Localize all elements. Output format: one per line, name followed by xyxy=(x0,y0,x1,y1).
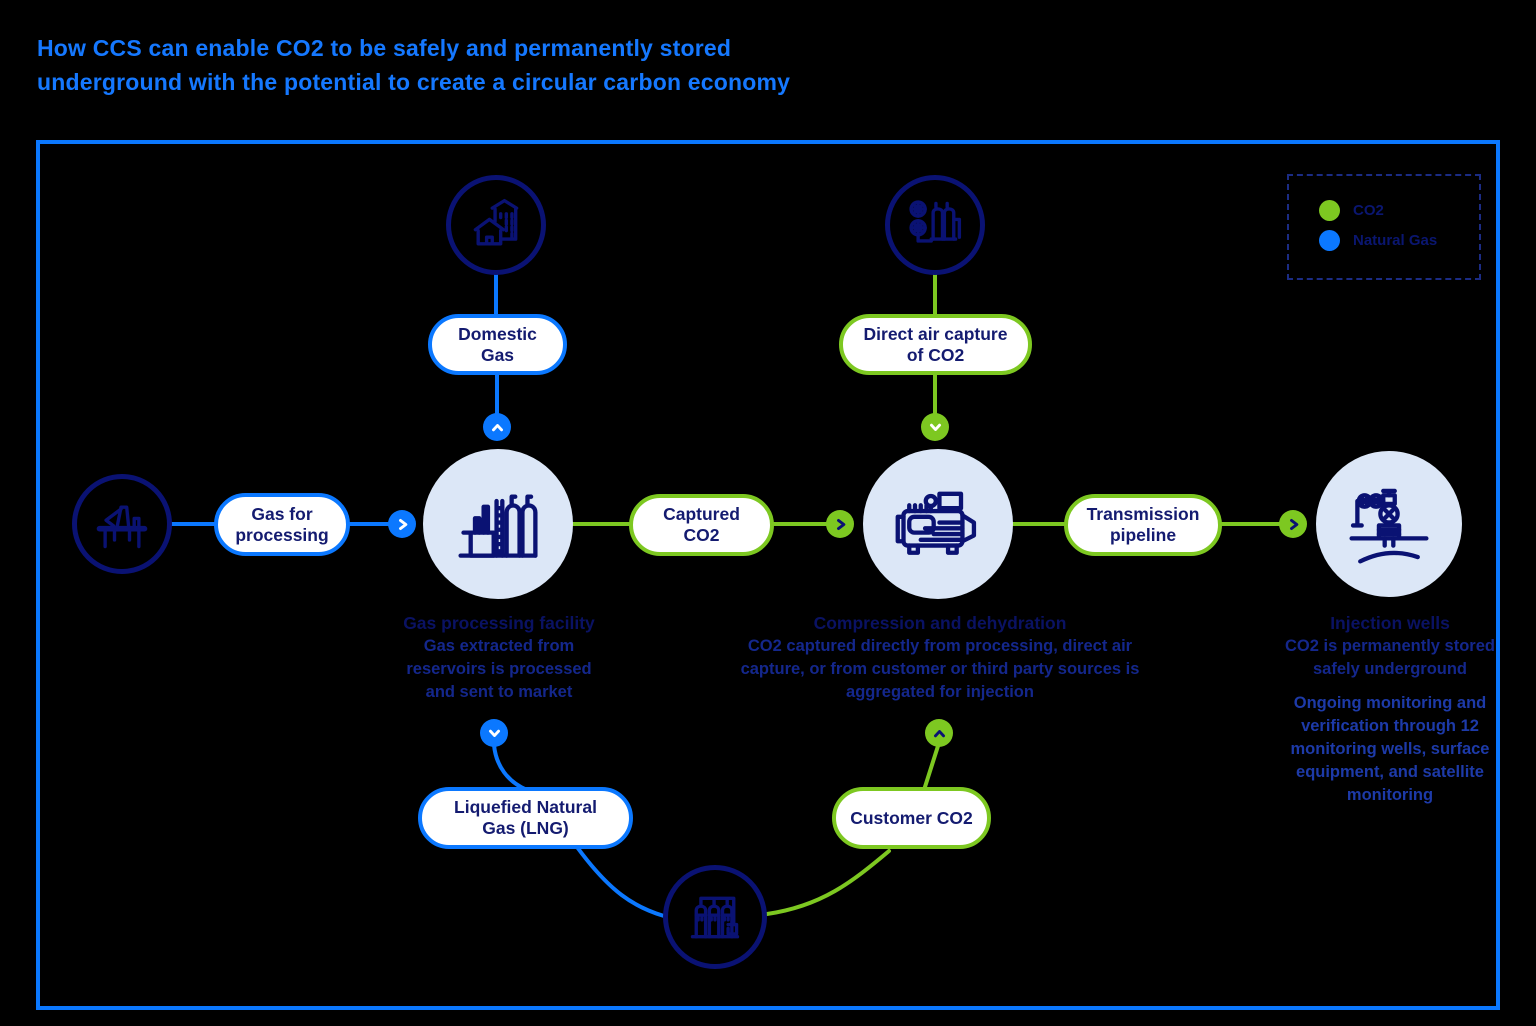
chevron-right-icon xyxy=(826,510,854,538)
pill-direct-air-capture: Direct air capture of CO2 xyxy=(839,314,1032,375)
caption-title: Injection wells xyxy=(1330,613,1450,633)
diagram-board: CO2 Natural Gas xyxy=(36,140,1500,1010)
homes-node xyxy=(446,175,546,275)
connector-lines xyxy=(168,272,1297,918)
refinery-icon xyxy=(458,494,538,558)
chevron-right-icon xyxy=(1279,510,1307,538)
caption-title: Gas processing facility xyxy=(403,613,595,633)
line-customer-co2-to-chevron xyxy=(922,744,940,792)
natural-gas-dot-icon xyxy=(1319,230,1340,251)
offshore-rig-node xyxy=(72,474,172,574)
legend-item-natural-gas: Natural Gas xyxy=(1319,230,1479,251)
legend-label-natural-gas: Natural Gas xyxy=(1353,232,1438,249)
curve-lng-to-tanks xyxy=(575,845,666,918)
caption-compression: Compression and dehydration CO2 captured… xyxy=(728,612,1152,704)
houses-icon xyxy=(473,198,519,246)
lng-storage-node xyxy=(663,865,767,969)
wellhead-icon xyxy=(1349,488,1429,564)
co2-dot-icon xyxy=(1319,200,1340,221)
title-line-2: underground with the potential to create… xyxy=(37,69,791,95)
chevron-right-icon xyxy=(388,510,416,538)
pill-captured-co2: Captured CO2 xyxy=(629,494,774,556)
caption-body: CO2 is permanently stored safely undergr… xyxy=(1285,637,1495,678)
legend: CO2 Natural Gas xyxy=(1287,174,1481,280)
chevron-down-icon xyxy=(480,719,508,747)
caption-body-secondary: Ongoing monitoring and verification thro… xyxy=(1290,694,1490,804)
curve-tanks-to-customer-co2 xyxy=(765,849,891,916)
caption-body: Gas extracted from reservoirs is process… xyxy=(406,637,592,701)
compression-node xyxy=(863,449,1013,599)
gas-tanks-icon xyxy=(690,896,740,939)
pill-gas-for-processing: Gas for processing xyxy=(214,493,350,556)
direct-air-capture-icon xyxy=(909,200,962,243)
page-title: How CCS can enable CO2 to be safely and … xyxy=(37,31,790,99)
chevron-up-icon xyxy=(925,719,953,747)
pill-transmission-pipeline: Transmission pipeline xyxy=(1064,494,1222,556)
compressor-icon xyxy=(895,491,977,555)
caption-injection-wells: Injection wells CO2 is permanently store… xyxy=(1272,612,1508,807)
caption-gas-processing: Gas processing facility Gas extracted fr… xyxy=(393,612,605,704)
caption-title: Compression and dehydration xyxy=(813,613,1067,633)
curve-chevron-to-lng xyxy=(492,743,529,792)
title-line-1: How CCS can enable CO2 to be safely and … xyxy=(37,35,732,61)
gas-processing-facility-node xyxy=(423,449,573,599)
dac-plant-node xyxy=(885,175,985,275)
caption-body: CO2 captured directly from processing, d… xyxy=(740,637,1140,701)
chevron-up-icon xyxy=(483,413,511,441)
legend-label-co2: CO2 xyxy=(1353,202,1384,219)
legend-item-co2: CO2 xyxy=(1319,200,1479,221)
pill-lng: Liquefied Natural Gas (LNG) xyxy=(418,787,633,849)
oil-rig-icon xyxy=(96,505,148,549)
chevron-down-icon xyxy=(921,413,949,441)
injection-wells-node xyxy=(1316,451,1462,597)
pill-customer-co2: Customer CO2 xyxy=(832,787,991,849)
pill-domestic-gas: Domestic Gas xyxy=(428,314,567,375)
